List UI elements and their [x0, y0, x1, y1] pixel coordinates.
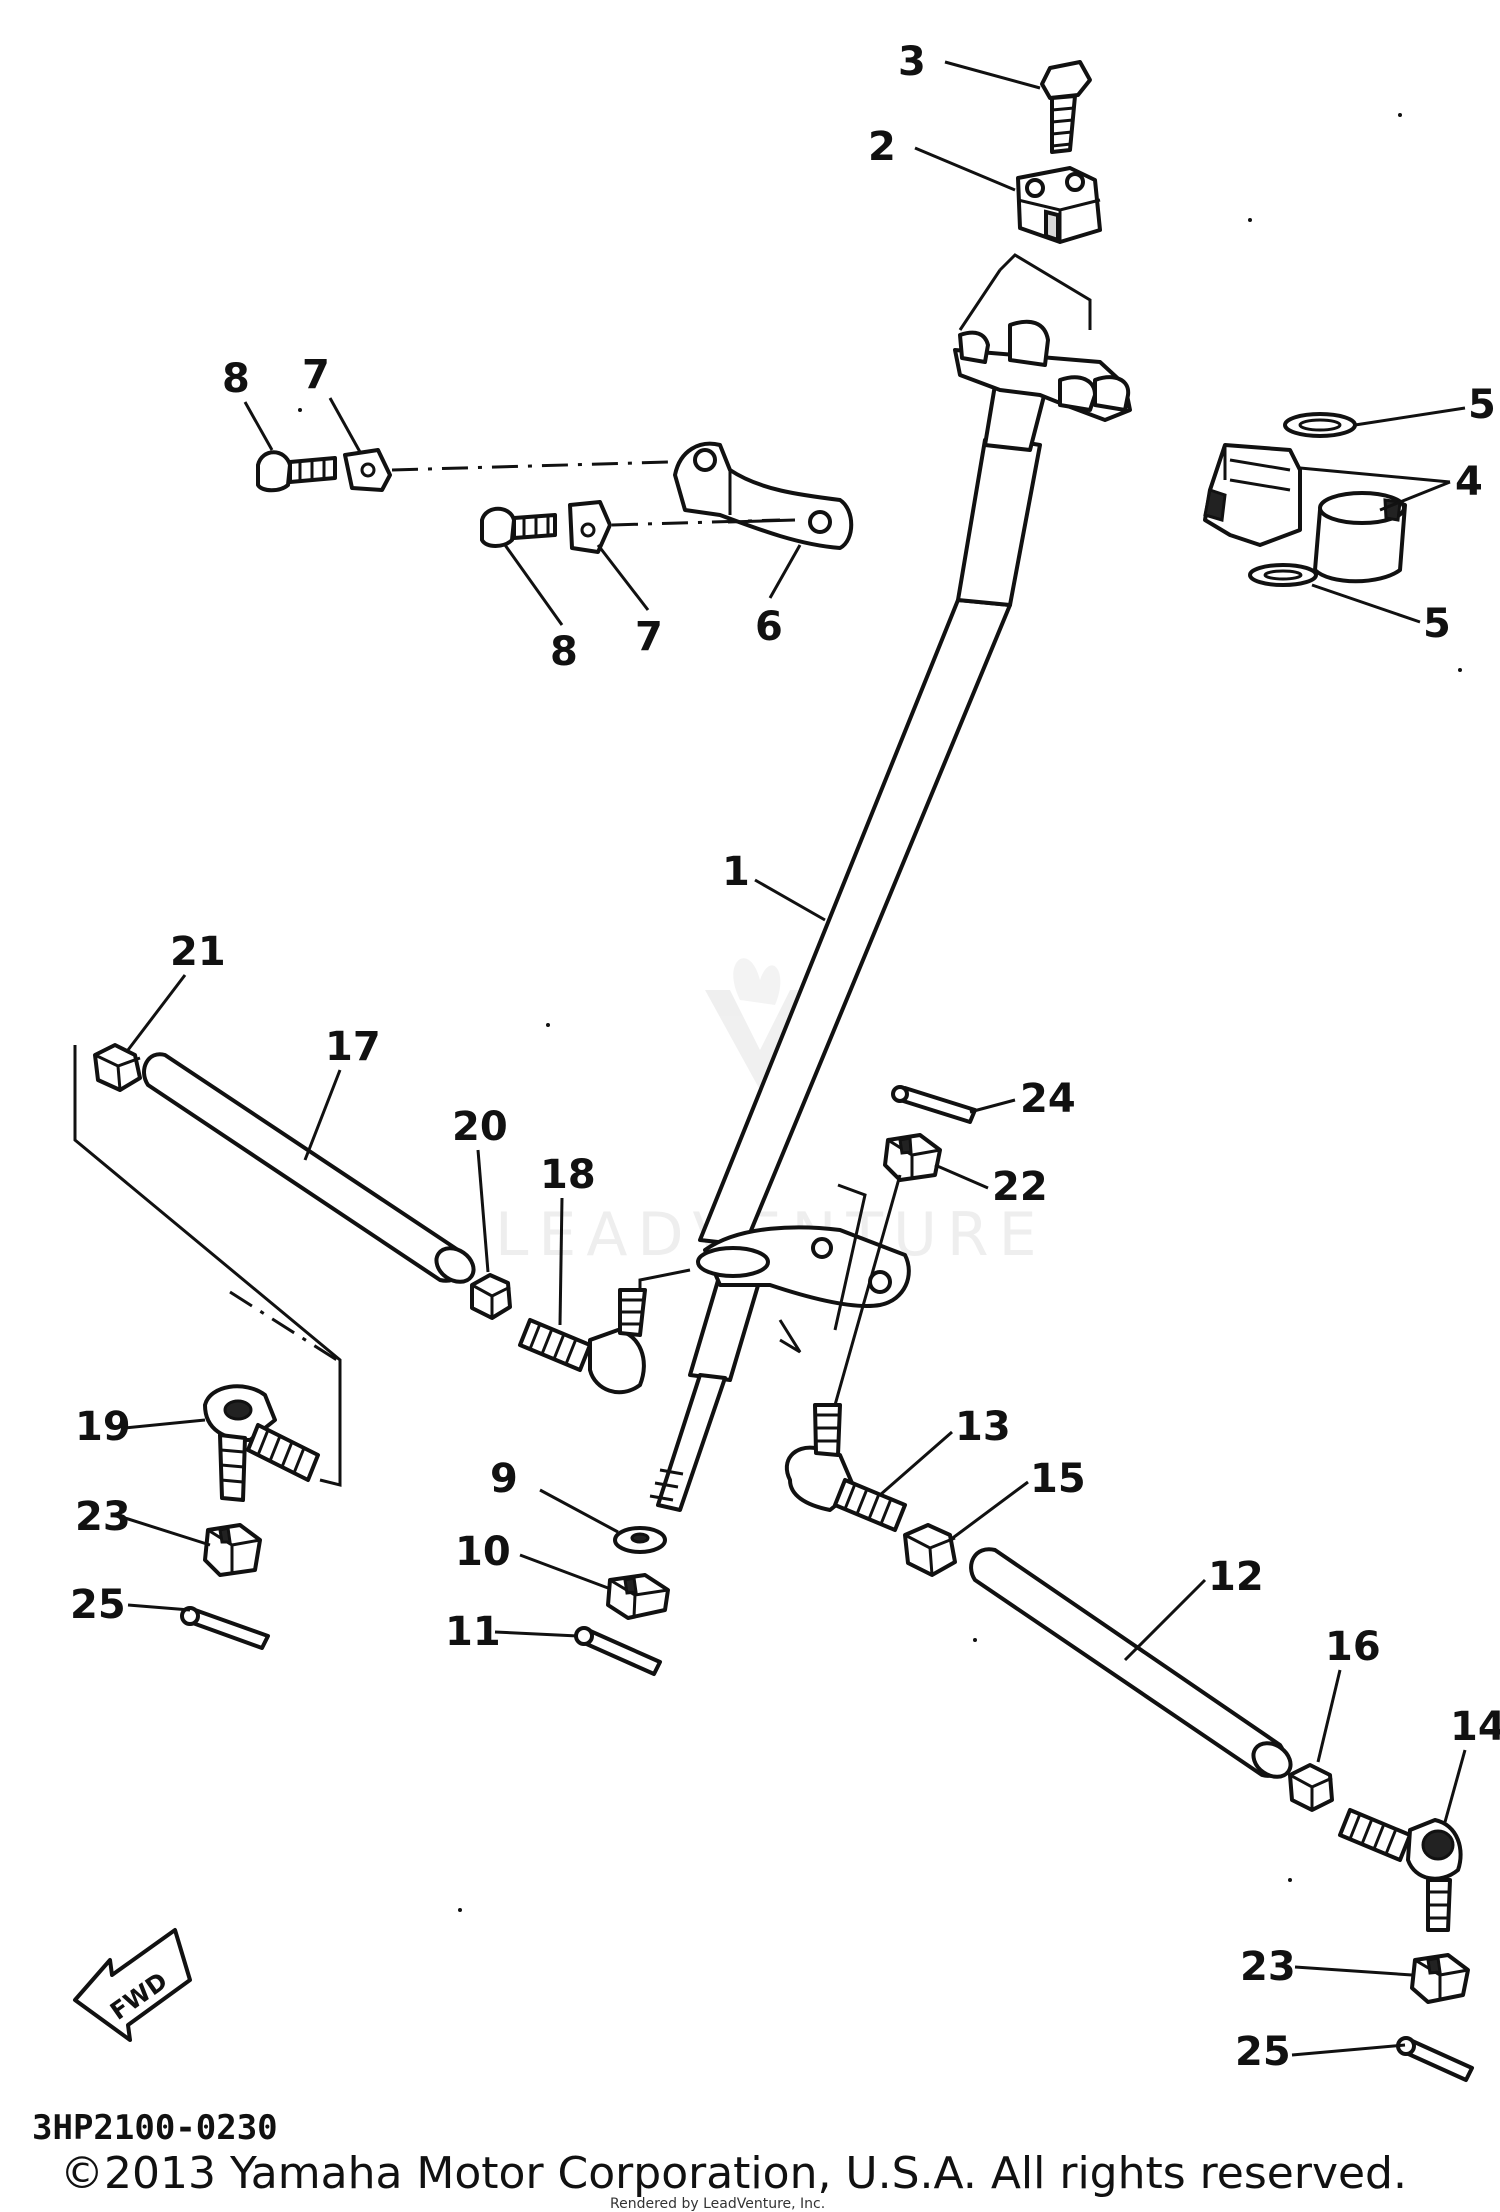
svg-text:6: 6: [755, 604, 783, 650]
callout-24: 24: [969, 1076, 1076, 1122]
callout-16: 16: [1316, 1624, 1381, 1763]
callout-17: 17: [303, 1024, 381, 1161]
svg-text:2: 2: [868, 124, 896, 170]
tie-rod-end-19: [203, 1384, 320, 1502]
callout-3: 3: [898, 39, 1041, 90]
callout-8-upper: 8: [222, 356, 274, 451]
tie-rod-end-14: [1338, 1808, 1463, 1932]
svg-text:12: 12: [1208, 1554, 1264, 1600]
castle-nut-10: [606, 1573, 670, 1620]
clip-7-upper: [343, 448, 392, 492]
svg-text:14: 14: [1450, 1704, 1500, 1750]
callout-12: 12: [1123, 1554, 1264, 1662]
tie-rod-12: [969, 1547, 1293, 1779]
castle-nut-23-right: [1410, 1953, 1470, 2004]
tie-rod-17: [142, 1052, 476, 1284]
callout-20: 20: [452, 1104, 508, 1273]
svg-text:11: 11: [445, 1609, 501, 1655]
svg-text:24: 24: [1020, 1076, 1076, 1122]
forward-direction-arrow: FWD: [73, 1928, 192, 2042]
callout-11: 11: [445, 1609, 579, 1655]
svg-text:7: 7: [302, 352, 330, 398]
speckle-dots: [298, 113, 1462, 1912]
callout-23-left: 23: [75, 1494, 211, 1547]
castle-nut-22: [883, 1133, 942, 1182]
callout-5-lower: 5: [1311, 583, 1451, 647]
callout-1: 1: [722, 849, 826, 922]
svg-text:25: 25: [1235, 2029, 1291, 2075]
cotter-pin-24: [891, 1085, 977, 1124]
svg-text:18: 18: [540, 1152, 596, 1198]
svg-text:5: 5: [1423, 601, 1451, 647]
callout-2: 2: [868, 124, 1016, 192]
steering-column: [638, 383, 1047, 1512]
svg-text:9: 9: [490, 1456, 518, 1502]
washer-5-upper: [1283, 412, 1357, 438]
top-bolt-3: [1040, 60, 1092, 154]
callout-23-right: 23: [1240, 1944, 1413, 1990]
callout-9: 9: [490, 1456, 619, 1534]
copyright-notice: ©2013 Yamaha Motor Corporation, U.S.A. A…: [60, 2148, 1407, 2199]
clamp-block-2: [1016, 166, 1102, 244]
nut-21: [93, 1043, 142, 1092]
tie-rod-end-13: [784, 1403, 907, 1532]
svg-text:8: 8: [550, 629, 578, 675]
callout-18: 18: [540, 1152, 596, 1326]
svg-text:15: 15: [1030, 1456, 1086, 1502]
svg-text:1: 1: [722, 849, 750, 895]
svg-text:25: 25: [70, 1582, 126, 1628]
callout-21: 21: [126, 929, 226, 1051]
svg-text:5: 5: [1468, 382, 1496, 428]
callout-25-left: 25: [70, 1582, 191, 1628]
bushing-4: [1203, 443, 1407, 584]
tie-rod-end-18: [518, 1288, 647, 1395]
render-credit: Rendered by LeadVenture, Inc.: [610, 2196, 826, 2212]
bolt-8-upper: [256, 450, 337, 493]
nut-16: [1288, 1763, 1334, 1812]
washer-9: [613, 1526, 667, 1554]
callout-19: 19: [75, 1404, 206, 1450]
callout-7-upper: 7: [302, 352, 362, 453]
washer-5-lower: [1248, 563, 1318, 587]
svg-text:10: 10: [455, 1529, 511, 1575]
svg-text:8: 8: [222, 356, 250, 402]
callout-22: 22: [934, 1163, 1048, 1210]
svg-text:19: 19: [75, 1404, 131, 1450]
svg-text:4: 4: [1455, 459, 1483, 505]
cotter-pin-25-right: [1396, 2036, 1474, 2082]
callout-10: 10: [455, 1529, 609, 1590]
bracket-6: [673, 441, 854, 550]
svg-text:3: 3: [898, 39, 926, 85]
callout-7-lower: 7: [596, 544, 663, 660]
svg-text:16: 16: [1325, 1624, 1381, 1670]
callout-8-lower: 8: [503, 544, 578, 675]
steering-column-top-clamp: [953, 253, 1132, 422]
castle-nut-23-left: [203, 1523, 262, 1577]
callout-25-right: 25: [1235, 2029, 1406, 2075]
cotter-pin-11: [574, 1626, 662, 1676]
bolt-8-lower: [480, 506, 557, 548]
svg-text:17: 17: [325, 1024, 381, 1070]
svg-text:23: 23: [1240, 1944, 1296, 1990]
callout-5-upper: 5: [1354, 382, 1496, 428]
svg-text:22: 22: [992, 1164, 1048, 1210]
nut-15: [903, 1523, 957, 1577]
nut-20: [470, 1273, 512, 1320]
svg-text:13: 13: [955, 1404, 1011, 1450]
callout-13: 13: [879, 1404, 1011, 1497]
callout-14: 14: [1443, 1704, 1500, 1823]
svg-text:21: 21: [170, 929, 226, 975]
svg-text:23: 23: [75, 1494, 131, 1540]
callout-15: 15: [949, 1456, 1086, 1542]
svg-text:7: 7: [635, 614, 663, 660]
callout-6: 6: [755, 544, 802, 650]
clip-7-lower: [568, 500, 612, 554]
callout-4: 4: [1299, 459, 1483, 512]
svg-text:20: 20: [452, 1104, 508, 1150]
cotter-pin-25-left: [180, 1606, 270, 1650]
diagram-code: 3HP2100-0230: [32, 2108, 278, 2148]
